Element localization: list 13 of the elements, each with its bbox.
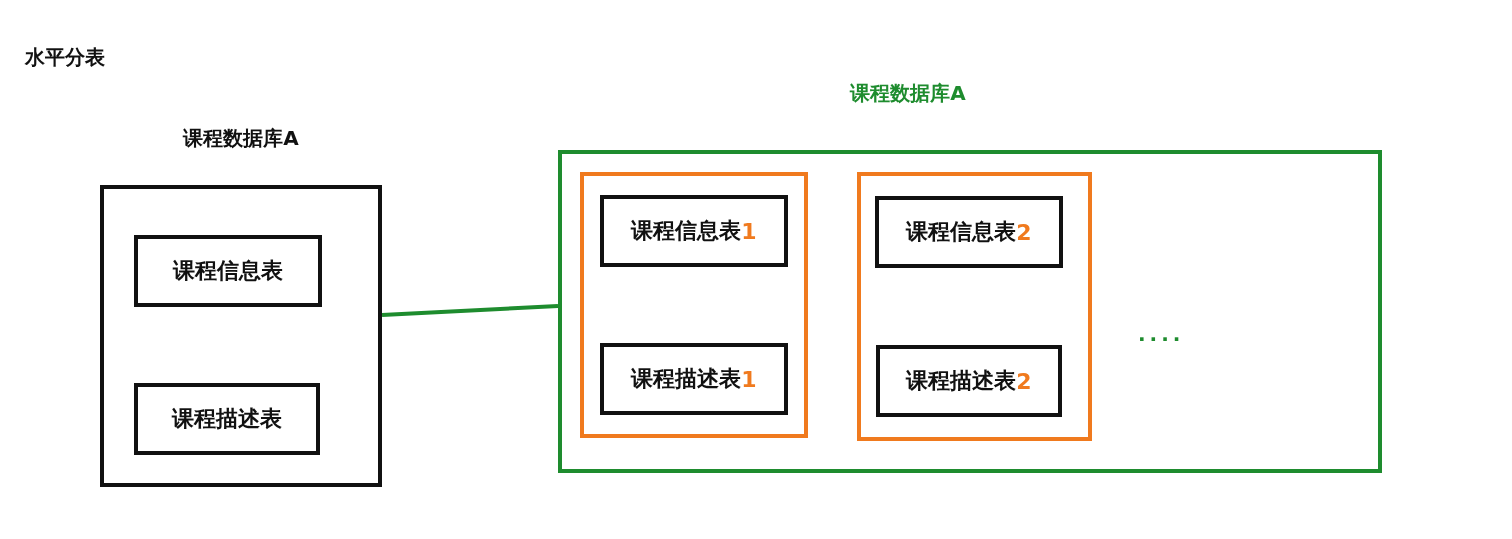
box-heading: 课程数据库A (181, 125, 300, 152)
table-box: 课程信息表2 (875, 196, 1063, 268)
table-box: 课程信息表 (134, 235, 322, 307)
group-box (857, 172, 1092, 441)
table-box: 课程描述表1 (600, 343, 788, 415)
table-box: 课程描述表 (134, 383, 320, 455)
table-box: 课程描述表2 (876, 345, 1062, 417)
table-box: 课程信息表1 (600, 195, 788, 267)
box-heading: 课程数据库A (848, 80, 967, 107)
group-box (580, 172, 808, 438)
connector-line (381, 304, 559, 317)
section-label: 水平分表 (25, 44, 105, 71)
ellipsis-text: .... (1138, 322, 1185, 346)
